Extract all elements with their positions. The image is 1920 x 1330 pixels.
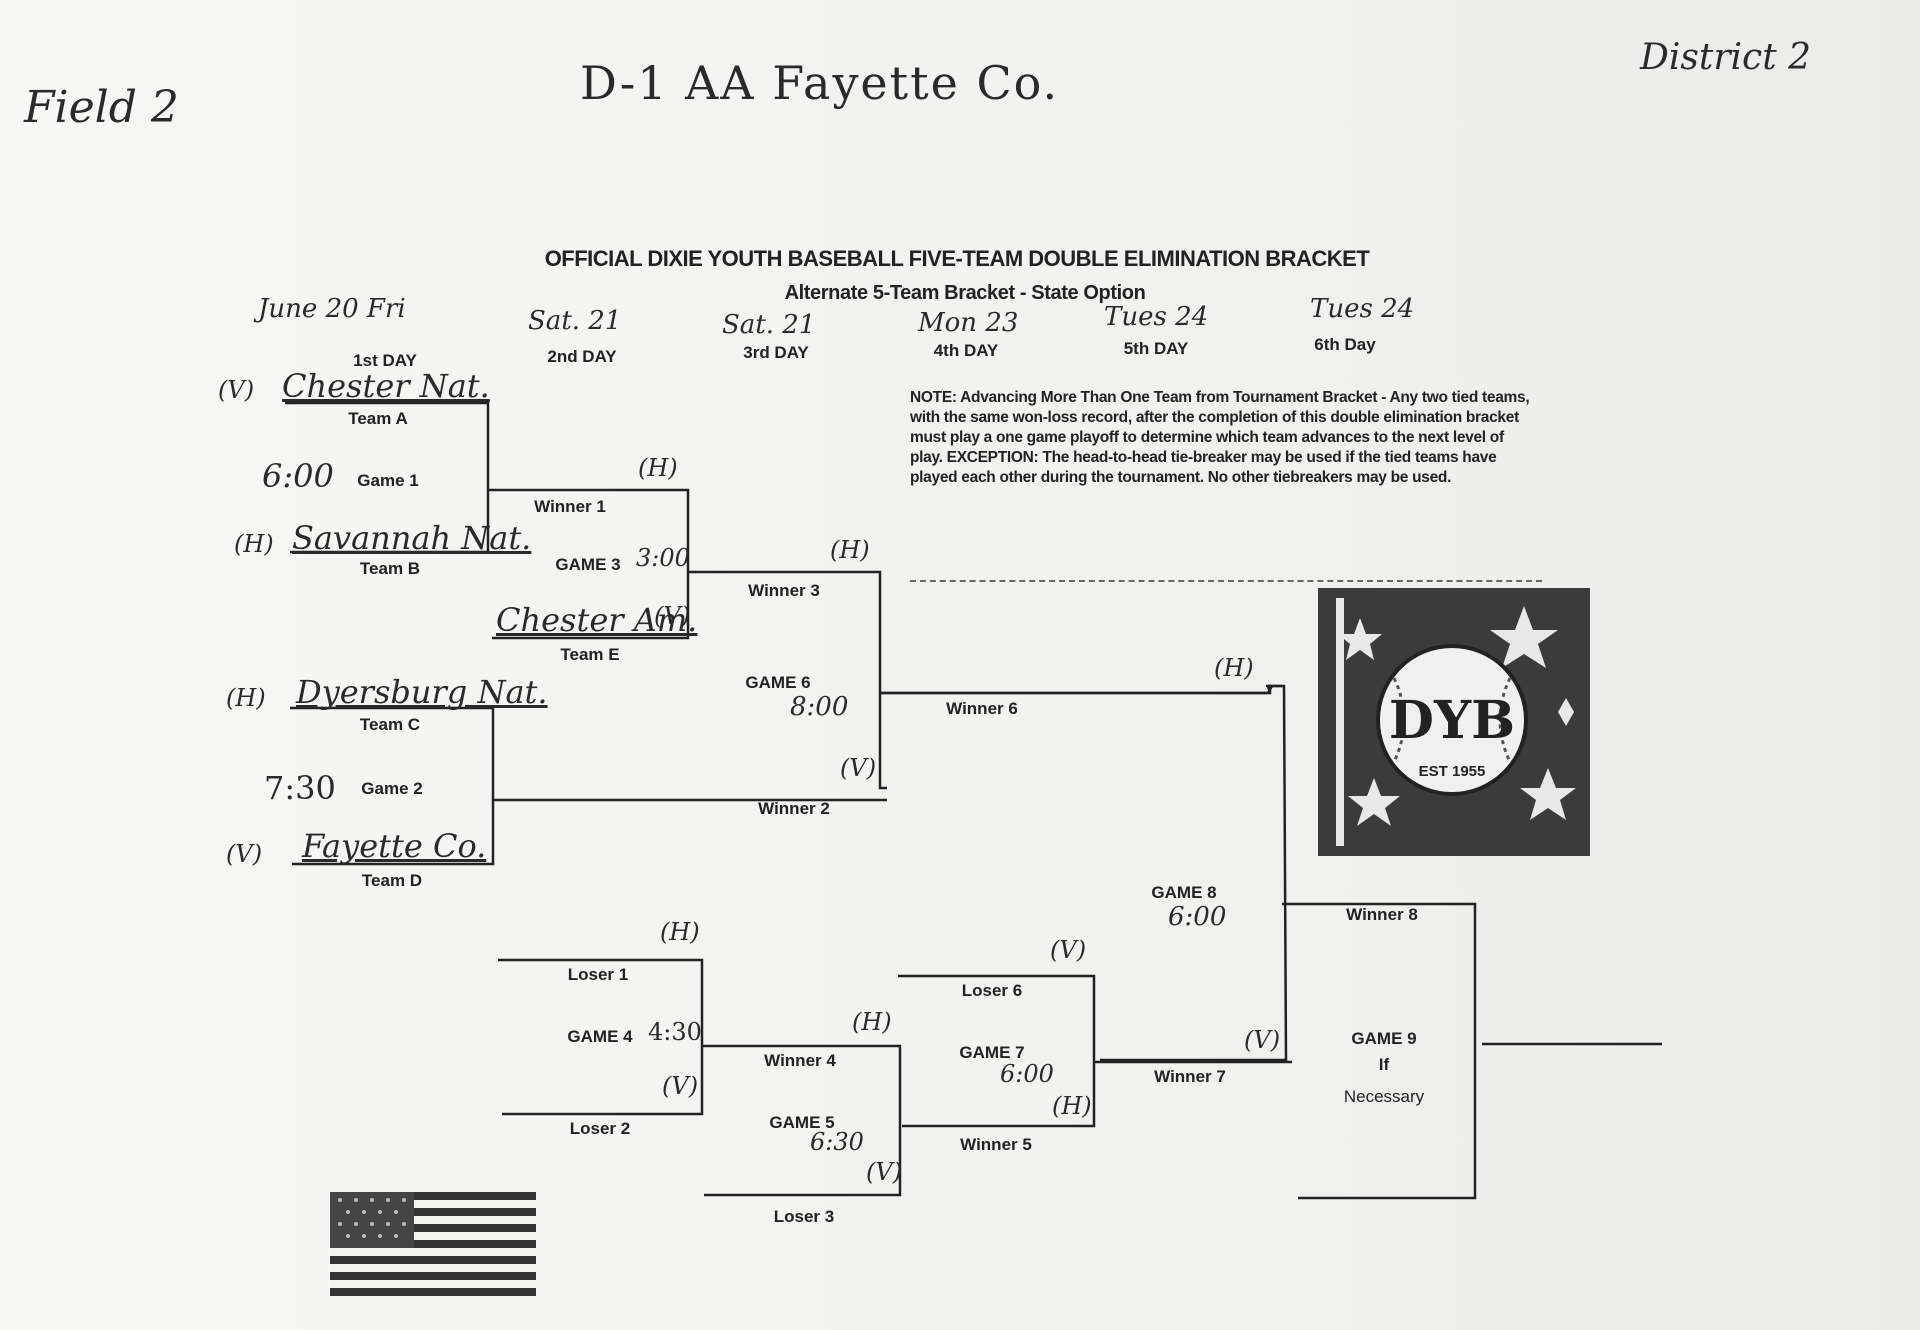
team-e-side: (V) bbox=[654, 602, 691, 630]
game2-time: 7:30 bbox=[264, 769, 336, 807]
winner1-slot: Winner 1 bbox=[534, 497, 606, 516]
star-icon bbox=[1338, 618, 1382, 660]
dyb-logo: DYB EST 1955 bbox=[1318, 588, 1590, 856]
game8-label: GAME 8 bbox=[1151, 883, 1217, 902]
game7-visitor-mark: (V) bbox=[1050, 936, 1087, 964]
day1-date: June 20 Fri bbox=[258, 294, 406, 324]
day6-date: Tues 24 bbox=[1310, 294, 1415, 324]
team-e-name: Chester Am. bbox=[496, 601, 698, 639]
logo-est: EST 1955 bbox=[1419, 763, 1486, 780]
game1-label: Game 1 bbox=[357, 471, 419, 490]
game4-time: 4:30 bbox=[648, 1018, 702, 1046]
winner8-slot: Winner 8 bbox=[1346, 905, 1418, 924]
team-c-name: Dyersburg Nat. bbox=[296, 673, 548, 711]
game4-home-mark: (H) bbox=[660, 918, 700, 946]
game3-home-mark: (H) bbox=[638, 454, 678, 482]
game2-bracket bbox=[290, 706, 495, 866]
team-a-side: (V) bbox=[218, 376, 255, 404]
star-icon bbox=[1348, 778, 1400, 826]
game5-visitor-mark: (V) bbox=[866, 1158, 903, 1186]
team-b-side: (H) bbox=[234, 530, 274, 558]
baseball-icon bbox=[1376, 644, 1528, 796]
district-label: District 2 bbox=[1640, 37, 1812, 78]
team-d-side: (V) bbox=[226, 840, 263, 868]
day2-label: 2nd DAY bbox=[547, 347, 617, 366]
winner2-slot: Winner 2 bbox=[758, 799, 830, 818]
logo-text: DYB bbox=[1389, 690, 1515, 751]
day6-label: 6th Day bbox=[1314, 335, 1376, 354]
team-b-name: Savannah Nat. bbox=[292, 519, 532, 557]
game7-home-mark: (H) bbox=[1052, 1092, 1092, 1120]
game3-label: GAME 3 bbox=[555, 555, 621, 574]
day3-label: 3rd DAY bbox=[743, 343, 809, 362]
note-divider bbox=[910, 580, 1542, 582]
tiebreaker-note: NOTE: Advancing More Than One Team from … bbox=[910, 389, 1530, 486]
day5-label: 5th DAY bbox=[1123, 339, 1189, 358]
game5-home-mark: (H) bbox=[852, 1008, 892, 1036]
day2-date: Sat. 21 bbox=[528, 306, 622, 336]
game6-home-mark: (H) bbox=[830, 536, 870, 564]
team-c-side: (H) bbox=[226, 684, 266, 712]
loser2-slot: Loser 2 bbox=[569, 1119, 631, 1138]
game4-bracket bbox=[498, 958, 704, 1116]
game5-bracket bbox=[702, 1044, 902, 1197]
team-a-slot: Team A bbox=[348, 409, 408, 428]
game6-visitor-mark: (V) bbox=[840, 754, 877, 782]
game9-if: If bbox=[1378, 1055, 1390, 1074]
team-e-slot: Team E bbox=[560, 645, 620, 664]
us-flag-icon bbox=[330, 1192, 536, 1296]
field-label: Field 2 bbox=[24, 82, 179, 133]
day4-date: Mon 23 bbox=[918, 308, 1019, 338]
loser6-slot: Loser 6 bbox=[961, 981, 1023, 1000]
game9-label: GAME 9 bbox=[1351, 1029, 1417, 1048]
team-a-name: Chester Nat. bbox=[282, 367, 490, 405]
game4-label: GAME 4 bbox=[567, 1027, 633, 1046]
game3-bracket bbox=[488, 488, 690, 640]
bracket-title: OFFICIAL DIXIE YOUTH BASEBALL FIVE-TEAM … bbox=[544, 246, 1370, 271]
day3-date: Sat. 21 bbox=[722, 310, 816, 340]
game5-label: GAME 5 bbox=[769, 1113, 835, 1132]
winner4-slot: Winner 4 bbox=[764, 1051, 836, 1070]
team-d-slot: Team D bbox=[361, 871, 423, 890]
day4-label: 4th DAY bbox=[933, 341, 999, 360]
star-icon bbox=[1520, 768, 1576, 820]
game1-time: 6:00 bbox=[262, 457, 334, 495]
game8-home-mark: (H) bbox=[1214, 654, 1254, 682]
game4-visitor-mark: (V) bbox=[662, 1072, 699, 1100]
loser3-slot: Loser 3 bbox=[773, 1207, 835, 1226]
game6-time: 8:00 bbox=[790, 692, 849, 722]
game7-label: GAME 7 bbox=[959, 1043, 1025, 1062]
game3-time: 3:00 bbox=[636, 544, 690, 572]
day5-date: Tues 24 bbox=[1104, 302, 1209, 332]
game2-label: Game 2 bbox=[361, 779, 423, 798]
winner3-slot: Winner 3 bbox=[748, 581, 820, 600]
winner5-slot: Winner 5 bbox=[960, 1135, 1032, 1154]
game7-bracket bbox=[898, 974, 1096, 1128]
game1-bracket bbox=[285, 401, 490, 554]
bracket-subtitle: Alternate 5-Team Bracket - State Option bbox=[784, 282, 1146, 304]
game7-time: 6:00 bbox=[1000, 1060, 1054, 1088]
division-label: D-1 AA Fayette Co. bbox=[580, 56, 1060, 110]
loser1-slot: Loser 1 bbox=[567, 965, 629, 984]
game8-visitor-mark: (V) bbox=[1244, 1026, 1281, 1054]
winner6-slot: Winner 6 bbox=[946, 699, 1018, 718]
team-d-name: Fayette Co. bbox=[302, 827, 487, 865]
star-icon bbox=[1490, 606, 1558, 668]
team-c-slot: Team C bbox=[359, 715, 421, 734]
team-b-slot: Team B bbox=[359, 559, 421, 578]
game5-time: 6:30 bbox=[810, 1128, 864, 1156]
day1-label: 1st DAY bbox=[353, 351, 417, 370]
game9-bracket bbox=[1282, 902, 1477, 1200]
game6-label: GAME 6 bbox=[745, 673, 811, 692]
game6-bracket bbox=[688, 570, 887, 790]
game9-necessary: Necessary bbox=[1343, 1087, 1425, 1106]
game8-time: 6:00 bbox=[1168, 902, 1227, 932]
winner7-slot: Winner 7 bbox=[1154, 1067, 1226, 1086]
